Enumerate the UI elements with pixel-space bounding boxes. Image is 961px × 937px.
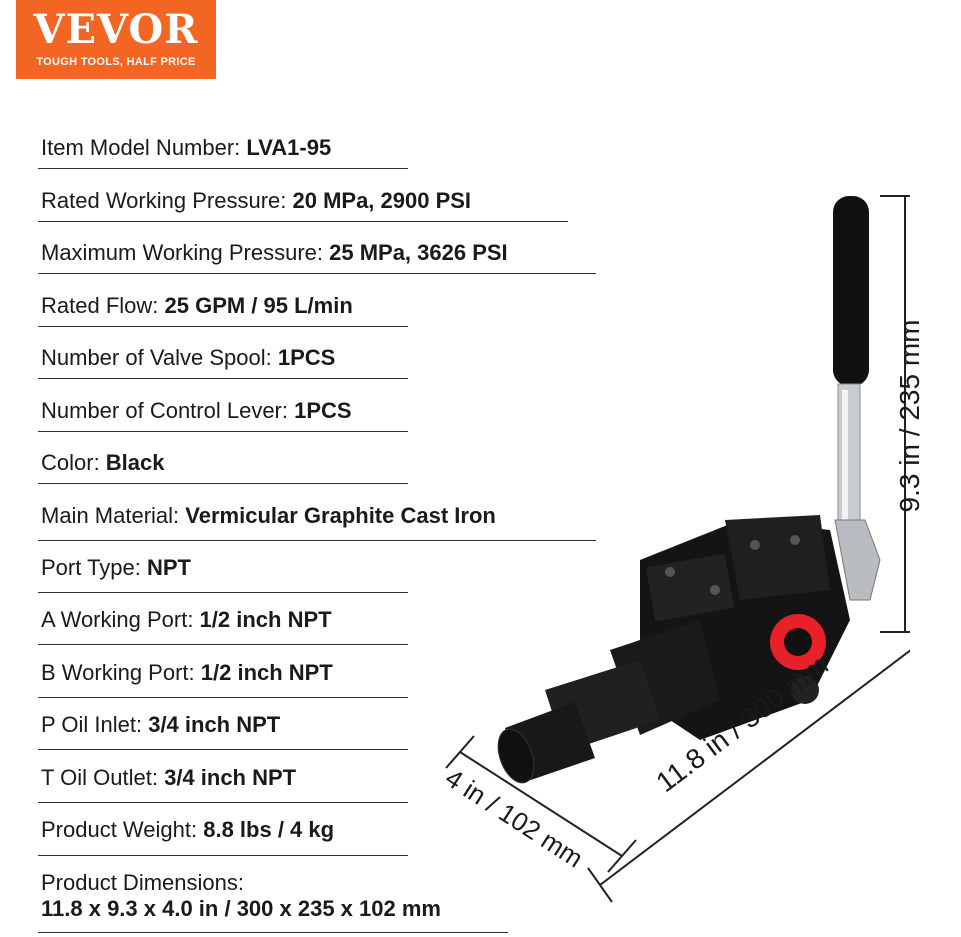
spec-row-rated-pressure: Rated Working Pressure: 20 MPa, 2900 PSI [41,188,471,214]
spec-key: Color: [41,450,106,475]
spec-row-weight: Product Weight: 8.8 lbs / 4 kg [41,817,334,843]
spec-value: Vermicular Graphite Cast Iron [185,503,496,528]
width-dimension-line [459,751,623,857]
spec-value: NPT [146,555,191,580]
length-dimension-tick [587,867,613,903]
spec-value: 1/2 inch NPT [200,660,333,685]
logo-brand: VEVOR [33,6,199,53]
spec-key: B Working Port: [41,660,201,685]
spec-row-rated-flow: Rated Flow: 25 GPM / 95 L/min [41,293,353,319]
vevor-logo: VEVOR TOUGH TOOLS, HALF PRICE [16,0,216,79]
length-dimension-line [599,649,910,886]
port-plug-center [784,628,812,656]
divider [38,378,408,379]
spec-value: 11.8 x 9.3 x 4.0 in / 300 x 235 x 102 mm [41,896,441,921]
spec-value: 8.8 lbs / 4 kg [203,817,335,842]
spec-row-inlet: P Oil Inlet: 3/4 inch NPT [41,712,280,738]
divider [38,221,568,222]
divider [38,431,408,432]
spec-value: 25 MPa, 3626 PSI [329,240,508,265]
width-dimension-tick [607,839,637,873]
spec-key: Item Model Number: [41,135,247,160]
spec-key: Number of Valve Spool: [41,345,278,370]
spec-row-max-pressure: Maximum Working Pressure: 25 MPa, 3626 P… [41,240,508,266]
divider [38,168,408,169]
spec-value: 3/4 inch NPT [164,765,297,790]
spool-end-face [497,728,535,784]
port-cap [791,676,819,704]
divider [38,932,508,933]
spec-value: 1PCS [277,345,336,370]
valve-top-block [725,515,830,600]
divider [38,273,596,274]
divider [38,749,408,750]
spec-key: Number of Control Lever: [41,398,295,423]
spec-row-dimensions: Product Dimensions: 11.8 x 9.3 x 4.0 in … [41,870,441,922]
spec-value: 1PCS [294,398,352,423]
divider [38,855,408,856]
spec-row-model: Item Model Number: LVA1-95 [41,135,331,161]
lever-linkage [834,519,881,601]
spec-row-color: Color: Black [41,450,165,476]
width-dimension-tick [445,735,475,769]
spec-row-outlet: T Oil Outlet: 3/4 inch NPT [41,765,296,791]
lever-grip [833,196,869,386]
spec-key: A Working Port: [41,607,200,632]
divider [38,644,408,645]
divider [38,483,408,484]
spec-key: Product Dimensions: [41,870,244,895]
spec-value: 3/4 inch NPT [148,712,281,737]
spec-row-control-lever: Number of Control Lever: 1PCS [41,398,352,424]
spec-value: 20 MPa, 2900 PSI [292,188,472,213]
divider [38,326,408,327]
spec-value: Black [105,450,165,475]
spec-row-port-type: Port Type: NPT [41,555,191,581]
spec-value: 25 GPM / 95 L/min [164,293,353,318]
spec-row-port-b: B Working Port: 1/2 inch NPT [41,660,333,686]
divider [38,697,408,698]
lever-rod-highlight [842,390,848,530]
height-label: 9.3 in / 235 mm [894,319,925,513]
spec-row-material: Main Material: Vermicular Graphite Cast … [41,503,496,529]
hydraulic-valve-illustration [445,195,910,903]
lever-rod [837,383,861,535]
port-bolt [750,540,760,550]
port-bolt [710,585,720,595]
divider [38,802,408,803]
spec-key: P Oil Inlet: [41,712,149,737]
spec-value: LVA1-95 [246,135,332,160]
spec-row-valve-spool: Number of Valve Spool: 1PCS [41,345,335,371]
spec-key: Port Type: [41,555,147,580]
port-bolt [790,535,800,545]
port-bolt [665,567,675,577]
spec-key: Product Weight: [41,817,204,842]
spec-key: Maximum Working Pressure: [41,240,330,265]
spec-key: T Oil Outlet: [41,765,165,790]
spec-key: Rated Flow: [41,293,165,318]
divider [38,540,596,541]
logo-tagline: TOUGH TOOLS, HALF PRICE [36,56,196,68]
divider [38,592,408,593]
spec-value: 1/2 inch NPT [199,607,332,632]
spec-row-port-a: A Working Port: 1/2 inch NPT [41,607,332,633]
spec-key: Main Material: [41,503,186,528]
spec-key: Rated Working Pressure: [41,188,293,213]
